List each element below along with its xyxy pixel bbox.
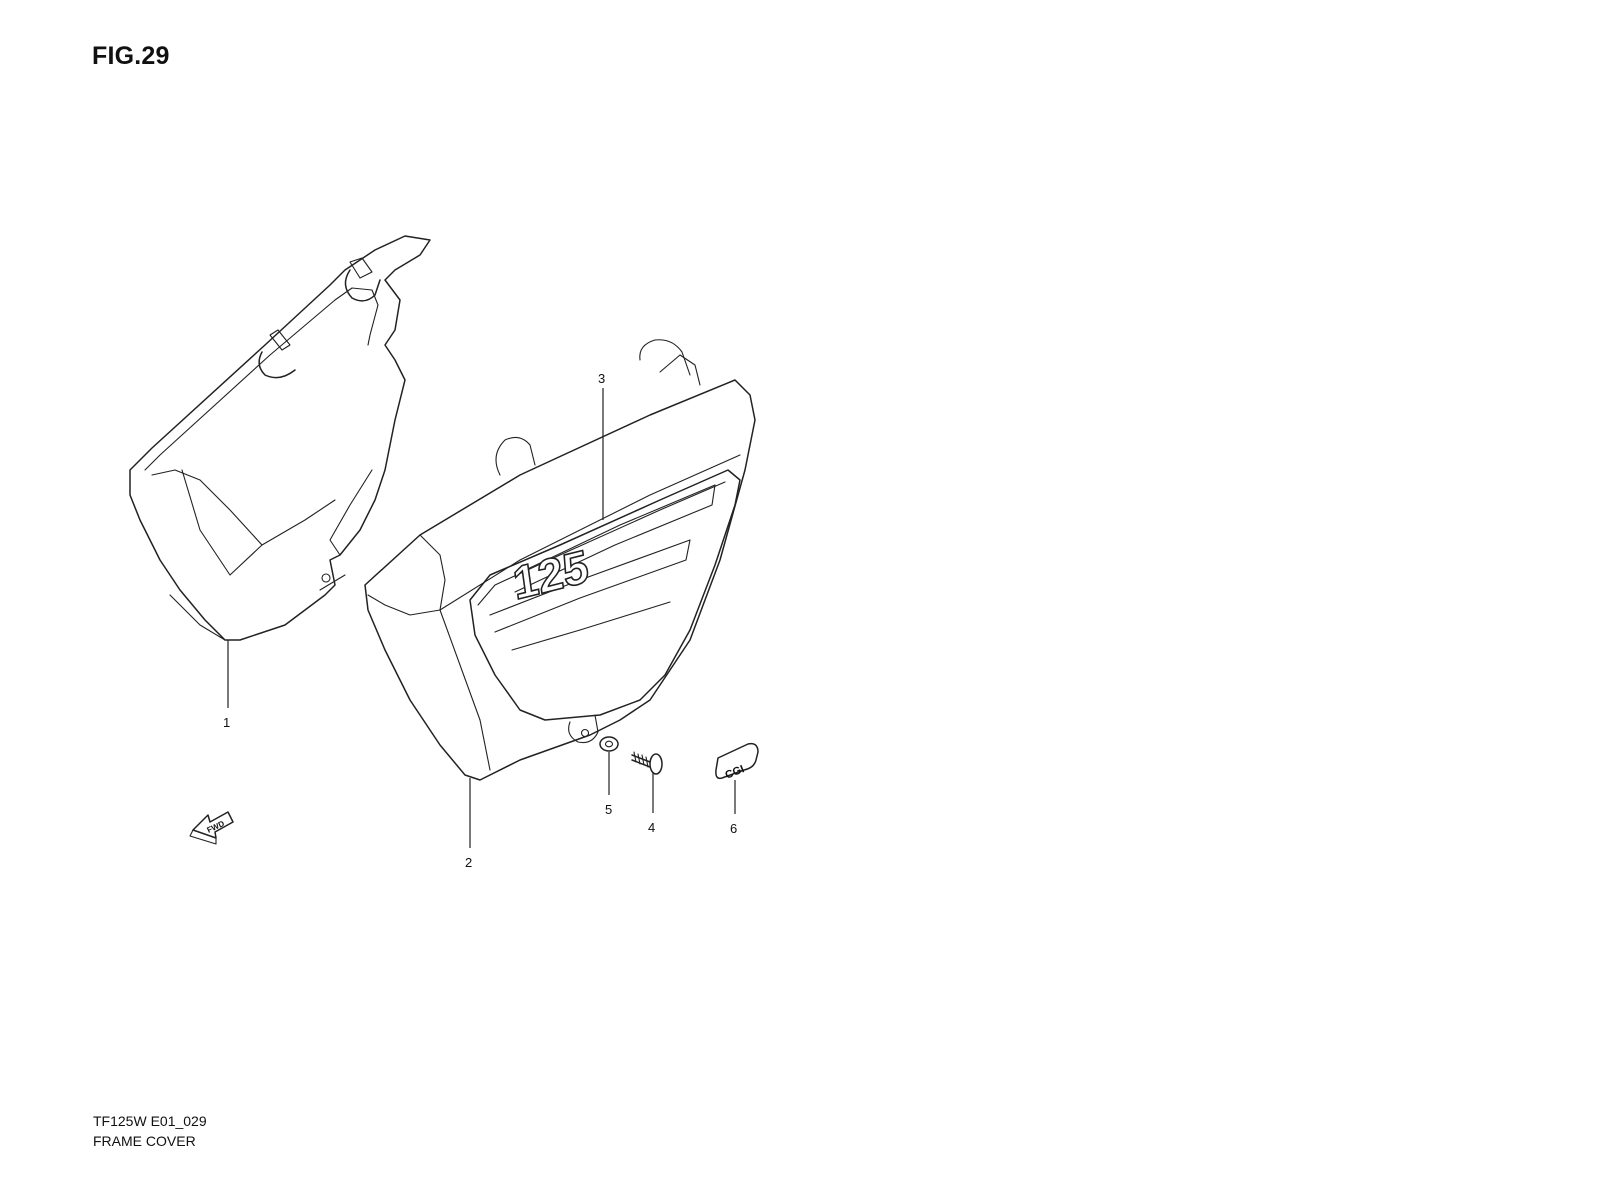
part-5-washer[interactable] xyxy=(599,736,619,752)
part-1-left-frame-cover[interactable] xyxy=(129,235,431,641)
callout-4[interactable]: 4 xyxy=(648,820,655,835)
fwd-arrow-icon: FWD xyxy=(189,811,234,845)
callout-6[interactable]: 6 xyxy=(730,821,737,836)
callout-2[interactable]: 2 xyxy=(465,855,472,870)
emblem-125: 125 xyxy=(510,539,592,609)
callout-3[interactable]: 3 xyxy=(598,371,605,386)
part-4-screw[interactable] xyxy=(631,751,663,775)
badge-cgi: CGI xyxy=(723,763,746,781)
callout-1[interactable]: 1 xyxy=(223,715,230,730)
part-2-right-frame-cover[interactable]: 125 xyxy=(364,339,756,781)
figure-name: FRAME COVER xyxy=(93,1133,196,1149)
figure-model-code: TF125W E01_029 xyxy=(93,1113,207,1129)
part-6-badge[interactable]: CGI xyxy=(715,742,759,782)
figure-title: FIG.29 xyxy=(92,42,170,70)
callout-5[interactable]: 5 xyxy=(605,802,612,817)
